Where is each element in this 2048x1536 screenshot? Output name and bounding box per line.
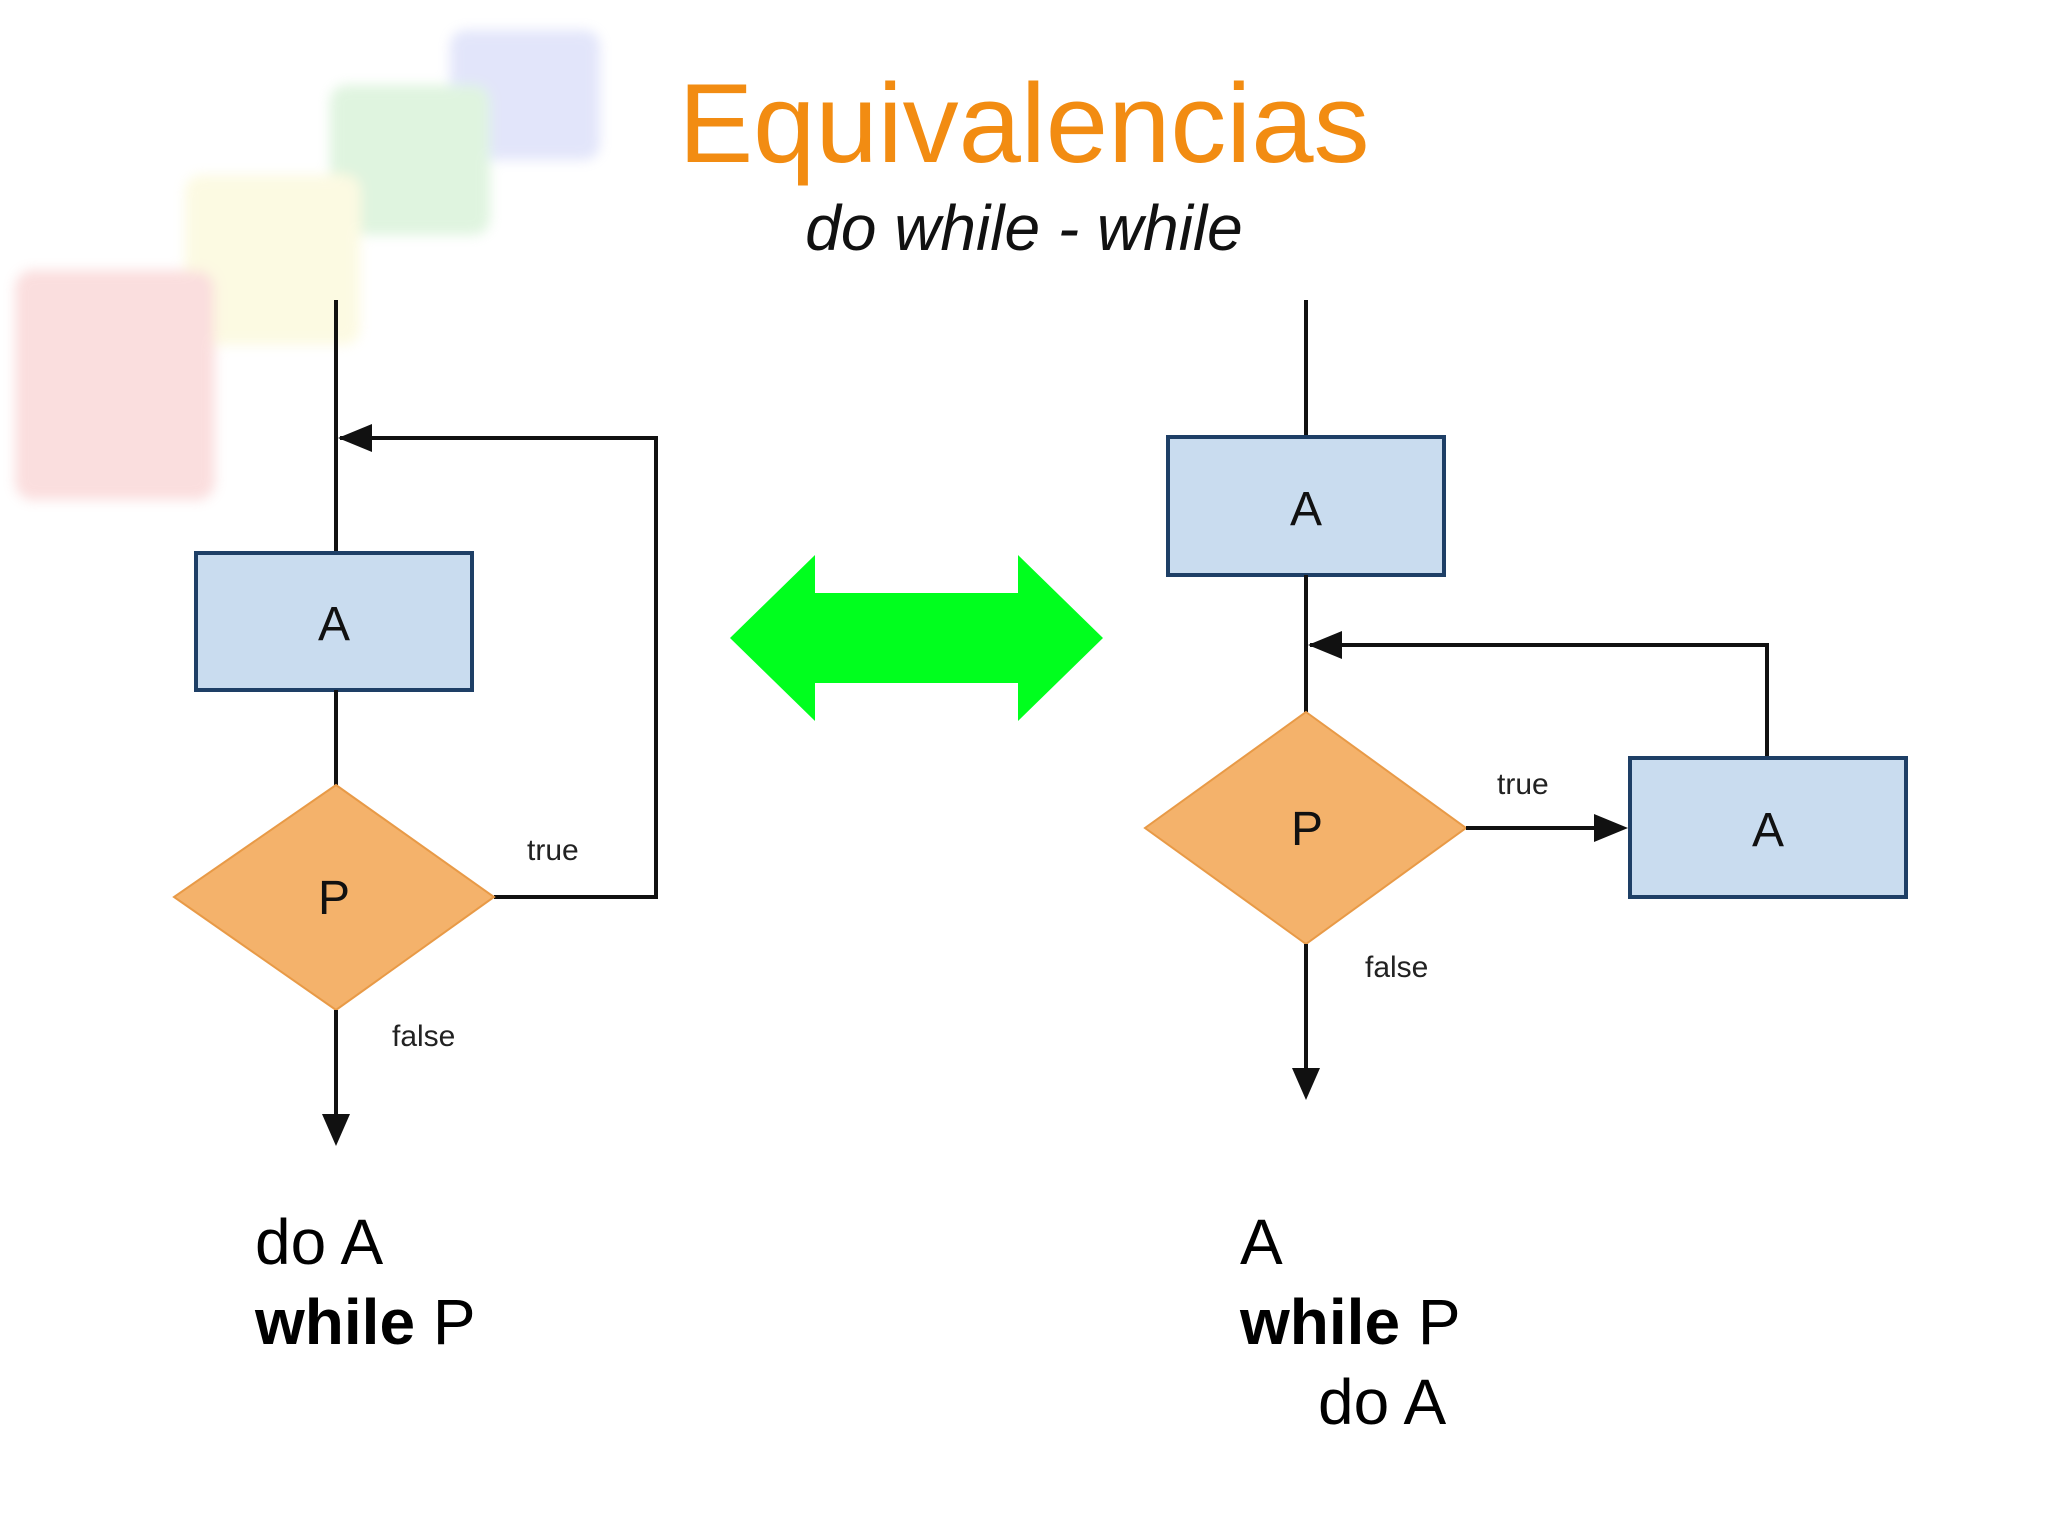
right-exit-arrowhead xyxy=(1292,1068,1320,1100)
right-process-box xyxy=(1166,435,1446,577)
left-process-box xyxy=(194,551,474,692)
right-loop-box xyxy=(1628,756,1908,899)
left-exit-arrowhead xyxy=(322,1114,350,1146)
left-process-label: A xyxy=(318,598,350,651)
left-loop-back-arrow xyxy=(340,436,658,899)
right-loop-box-label: A xyxy=(1752,804,1784,857)
equivalence-double-arrow xyxy=(730,555,1103,721)
right-loop-back-arrow xyxy=(1310,643,1769,758)
left-code-keyword: while xyxy=(255,1286,416,1358)
left-loop-back-arrowhead xyxy=(338,424,372,452)
left-decision-label: P xyxy=(318,872,350,925)
left-flowchart: A P true false xyxy=(172,300,658,1146)
left-false-label: false xyxy=(392,1020,455,1053)
slide-title: Equivalencias xyxy=(678,61,1370,186)
right-code-keyword: while xyxy=(1240,1286,1401,1358)
right-false-label: false xyxy=(1365,951,1428,984)
decorative-blocks xyxy=(15,30,600,500)
deco-block-green xyxy=(330,85,490,235)
left-code-line-2: while P xyxy=(255,1282,476,1362)
slide-subtitle: do while - while xyxy=(805,192,1243,264)
right-true-label: true xyxy=(1497,768,1549,801)
right-code-condition: P xyxy=(1400,1286,1461,1358)
left-code-line-1: do A xyxy=(255,1206,384,1278)
right-flowchart: A P true A false xyxy=(1143,300,1908,1100)
right-loop-back-arrowhead xyxy=(1308,631,1342,659)
right-pseudocode: A while P do A xyxy=(1240,1202,1461,1442)
deco-block-yellow xyxy=(185,175,360,345)
left-code-condition: P xyxy=(415,1286,476,1358)
right-decision-label: P xyxy=(1291,803,1323,856)
right-process-label: A xyxy=(1290,483,1322,536)
right-code-line-1: A xyxy=(1240,1206,1283,1278)
right-code-line-2: while P xyxy=(1240,1282,1461,1362)
left-true-label: true xyxy=(527,834,579,867)
right-code-line-3: do A xyxy=(1318,1366,1447,1438)
right-true-arrowhead xyxy=(1594,814,1628,842)
left-pseudocode: do A while P xyxy=(255,1202,476,1362)
deco-block-red xyxy=(15,270,215,500)
